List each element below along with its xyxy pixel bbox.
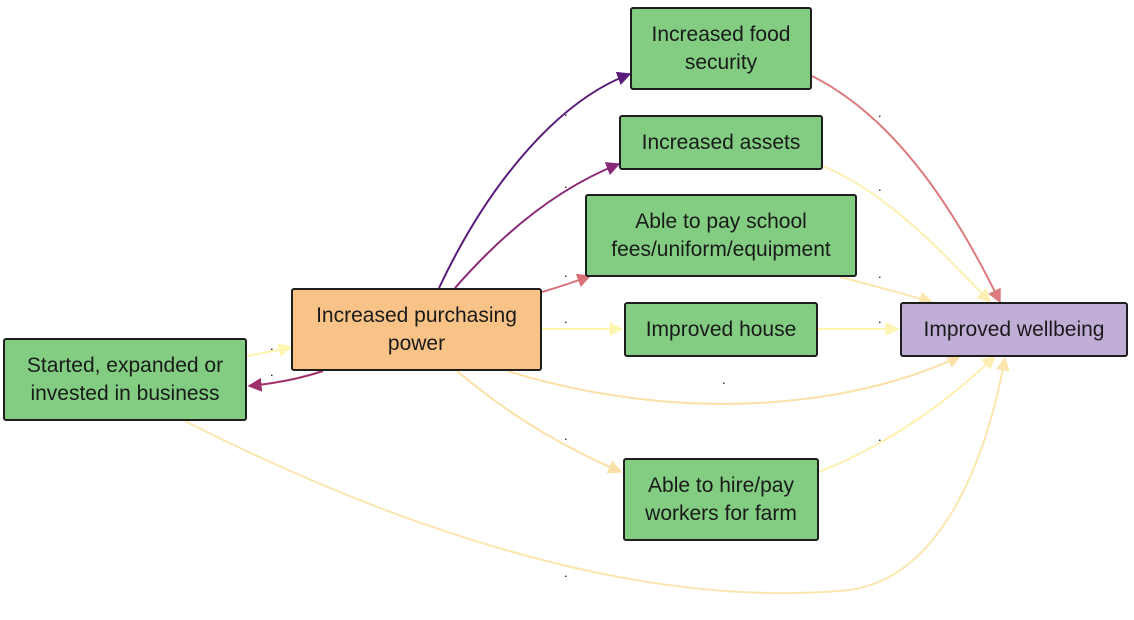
edge-label-food-to-wellbeing: . — [878, 105, 882, 120]
edge-layer — [184, 71, 1010, 595]
edge-label-school-to-wellbeing: . — [878, 266, 882, 281]
edge-assets-to-wellbeing — [822, 165, 991, 304]
node-label: Increased assets — [641, 130, 801, 154]
edge-label-purchasing-to-assets: . — [564, 176, 568, 191]
edge-business-to-purchasing — [246, 343, 293, 357]
edge-purchasing-to-wellbeing — [506, 355, 962, 405]
edge-label-business-to-purchasing: . — [270, 338, 274, 353]
edge-label-assets-to-wellbeing: . — [878, 179, 882, 194]
edge-label-purchasing-to-house: . — [564, 311, 568, 326]
node-label: Started, expanded or invested in busines… — [26, 353, 224, 405]
edge-workers-to-wellbeing — [818, 355, 997, 473]
edge-label-purchasing-to-school: . — [564, 265, 568, 280]
node-increased-assets[interactable]: Increased assets — [619, 115, 823, 170]
node-label: Increased purchasing power — [316, 303, 517, 355]
edge-purchasing-to-workers — [456, 370, 623, 474]
node-label: Improved wellbeing — [923, 317, 1105, 341]
node-hire-workers[interactable]: Able to hire/pay workers for farm — [623, 458, 819, 541]
edge-school-to-wellbeing — [839, 276, 934, 306]
node-increased-purchasing-power[interactable]: Increased purchasing power — [291, 288, 542, 371]
node-label: Increased food security — [651, 22, 791, 74]
edge-food-to-wellbeing — [811, 75, 1001, 304]
edge-label-purchasing-to-wellbeing: . — [722, 372, 726, 387]
edge-label-layer: .............. — [270, 104, 882, 580]
node-improved-wellbeing[interactable]: Improved wellbeing — [900, 302, 1128, 357]
edge-label-purchasing-to-food: . — [564, 104, 568, 119]
edge-label-house-to-wellbeing: . — [878, 311, 882, 326]
node-school-fees[interactable]: Able to pay school fees/uniform/equipmen… — [585, 194, 857, 277]
edge-label-workers-to-wellbeing: . — [878, 429, 882, 444]
node-label: Improved house — [645, 317, 797, 341]
edge-purchasing-to-assets — [454, 162, 621, 289]
edge-label-business-to-wellbeing: . — [564, 565, 568, 580]
edge-business-to-wellbeing — [184, 356, 1010, 595]
edge-label-purchasing-to-business: . — [270, 364, 274, 379]
edge-label-purchasing-to-workers: . — [564, 428, 568, 443]
node-improved-house[interactable]: Improved house — [624, 302, 818, 357]
node-label: Able to pay school fees/uniform/equipmen… — [611, 209, 831, 261]
node-increased-food-security[interactable]: Increased food security — [630, 7, 812, 90]
node-label: Able to hire/pay workers for farm — [645, 473, 797, 525]
edge-purchasing-to-food — [438, 71, 632, 289]
edge-purchasing-to-business — [247, 370, 324, 392]
node-started-business[interactable]: Started, expanded or invested in busines… — [3, 338, 247, 421]
edge-purchasing-to-school — [541, 273, 592, 293]
